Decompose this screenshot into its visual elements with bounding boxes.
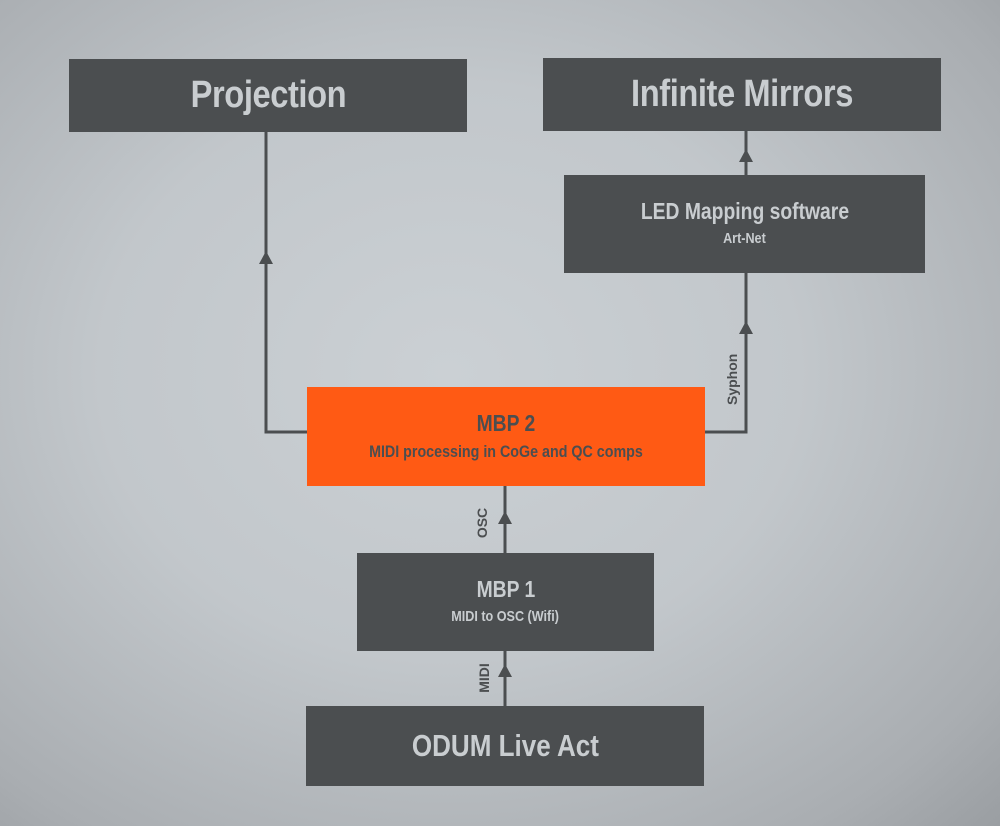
node-mbp2: MBP 2 MIDI processing in CoGe and QC com… <box>307 387 705 486</box>
node-mbp1-subtitle: MIDI to OSC (Wifi) <box>451 608 560 625</box>
connector-mbp2-led <box>705 273 748 434</box>
arrowhead-mirrors <box>739 149 753 162</box>
arrowhead-midi <box>498 664 512 677</box>
node-infinite-mirrors-title: Infinite Mirrors <box>631 73 853 115</box>
arrowhead-projection <box>259 251 273 264</box>
node-odum-title: ODUM Live Act <box>411 728 599 763</box>
edge-label-syphon: Syphon <box>724 353 740 405</box>
edge-label-osc: OSC <box>474 507 490 539</box>
node-projection-title: Projection <box>190 74 346 116</box>
node-led-mapping-subtitle: Art-Net <box>723 230 766 247</box>
node-led-mapping-title: LED Mapping software <box>640 198 849 224</box>
arrowhead-osc <box>498 511 512 524</box>
node-mbp2-subtitle: MIDI processing in CoGe and QC comps <box>369 441 643 461</box>
arrowhead-syphon <box>739 321 753 334</box>
connector-mbp2-projection <box>264 132 307 434</box>
node-led-mapping: LED Mapping software Art-Net <box>564 175 925 273</box>
node-odum: ODUM Live Act <box>306 706 704 786</box>
edge-label-midi: MIDI <box>476 663 492 693</box>
node-mbp2-title: MBP 2 <box>476 409 536 436</box>
node-projection: Projection <box>69 59 467 132</box>
node-mbp1: MBP 1 MIDI to OSC (Wifi) <box>357 553 654 651</box>
node-mbp1-title: MBP 1 <box>476 576 535 602</box>
node-infinite-mirrors: Infinite Mirrors <box>543 58 941 131</box>
